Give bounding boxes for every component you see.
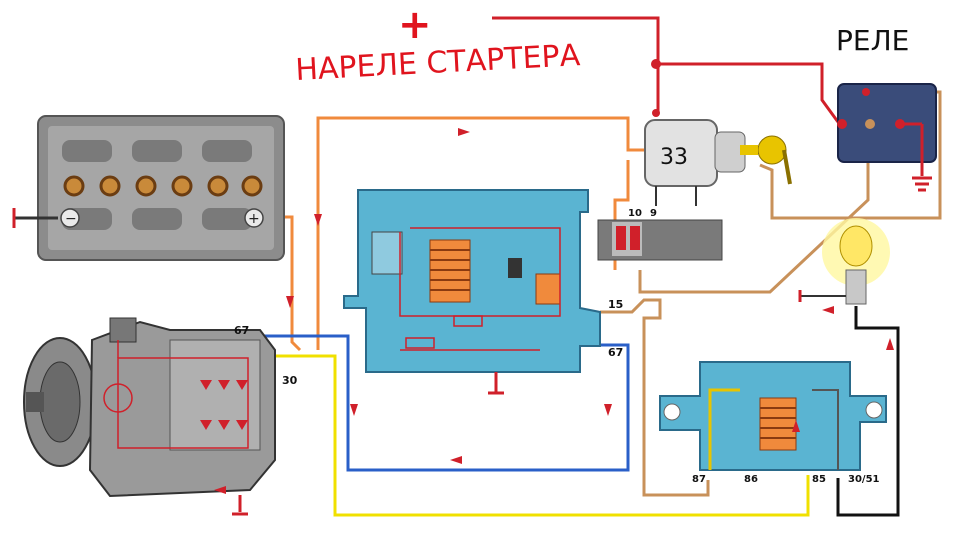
relay-terminal-86: 86 bbox=[744, 474, 758, 485]
relay-terminal-30-51: 30/51 bbox=[848, 474, 880, 485]
lamp-relay bbox=[659, 361, 887, 471]
relay-terminal-85: 85 bbox=[812, 474, 826, 485]
switch-number-annotation: 33 bbox=[660, 145, 688, 170]
starter-relay-annotation: НАРЕЛЕ СТАРТЕРА bbox=[295, 38, 582, 88]
battery-plus-label: + bbox=[248, 211, 260, 227]
alt-terminal-67: 67 bbox=[234, 324, 249, 337]
ignition-connector bbox=[597, 219, 723, 261]
battery-plus-terminal bbox=[244, 208, 264, 228]
alternator bbox=[23, 317, 276, 516]
relay-annotation: РЕЛЕ bbox=[836, 24, 909, 57]
blue-wire bbox=[262, 334, 630, 472]
battery-minus-terminal bbox=[60, 208, 80, 228]
ignition-switch bbox=[644, 119, 792, 206]
red-power-wire bbox=[492, 16, 840, 123]
auxiliary-relay bbox=[837, 83, 937, 192]
yellow-wire bbox=[262, 354, 810, 517]
switch-junction-dot bbox=[652, 109, 660, 117]
plus-annotation: + bbox=[398, 2, 432, 48]
battery-minus-label: − bbox=[65, 211, 77, 227]
red-junction-dot bbox=[651, 59, 661, 69]
ign-terminal-9: 9 bbox=[650, 208, 657, 219]
black-wire bbox=[836, 306, 900, 517]
battery: − + bbox=[14, 115, 285, 261]
voltage-regulator bbox=[343, 189, 601, 395]
reg-terminal-15: 15 bbox=[608, 298, 623, 311]
relay-terminal-87: 87 bbox=[692, 474, 706, 485]
alt-terminal-30: 30 bbox=[282, 374, 298, 387]
current-arrows bbox=[214, 128, 894, 494]
reg-terminal-67: 67 bbox=[608, 346, 623, 359]
ign-terminal-10: 10 bbox=[628, 208, 642, 219]
control-lamp bbox=[798, 218, 890, 305]
